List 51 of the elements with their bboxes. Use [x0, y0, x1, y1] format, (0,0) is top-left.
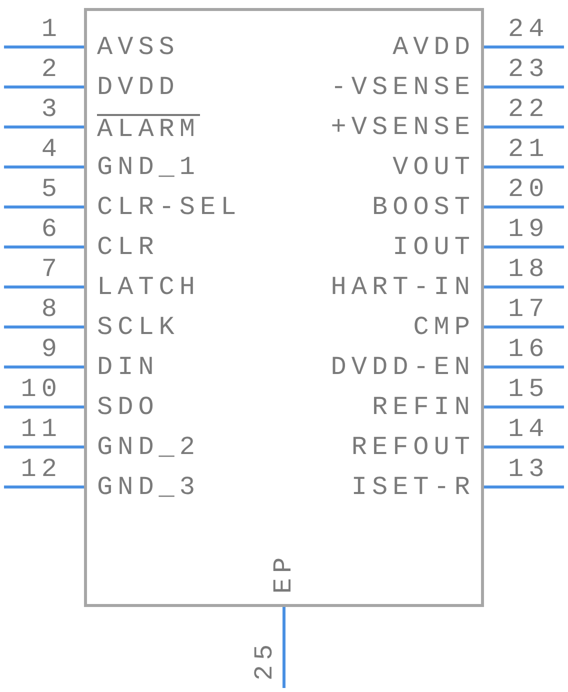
pin-number: 20 — [508, 175, 550, 203]
pad-label: EP — [270, 552, 298, 594]
pin-name: GND_1 — [97, 153, 200, 181]
pin-number: 22 — [508, 95, 550, 123]
pin-name: VOUT — [392, 153, 475, 181]
pin-name: HART-IN — [330, 273, 475, 301]
pin-number: 4 — [41, 135, 62, 163]
pin-name: GND_3 — [97, 473, 200, 501]
pin-name: LATCH — [97, 273, 200, 301]
pin-number: 19 — [508, 215, 550, 243]
pin-name: +VSENSE — [330, 113, 475, 141]
pin-name: SCLK — [97, 313, 180, 341]
pin-name: BOOST — [372, 193, 475, 221]
pin-name: AVSS — [97, 33, 180, 61]
pin-number: 17 — [508, 295, 550, 323]
pin-name: CLR — [97, 233, 159, 261]
pin-number: 9 — [41, 335, 62, 363]
pin-number: 21 — [508, 135, 550, 163]
pin-number: 18 — [508, 255, 550, 283]
pin-number: 5 — [41, 175, 62, 203]
pin-name: CLR-SEL — [97, 193, 242, 221]
pin-number: 3 — [41, 95, 62, 123]
pin-name: IOUT — [392, 233, 475, 261]
pin-number: 16 — [508, 335, 550, 363]
pin-name: DIN — [97, 353, 159, 381]
pin-number: 10 — [20, 375, 62, 403]
pin-name: DVDD — [97, 73, 180, 101]
pin-number: 11 — [20, 415, 62, 443]
chip-body — [84, 8, 484, 607]
pin-name: CMP — [413, 313, 475, 341]
pin-number: 2 — [41, 55, 62, 83]
pin-number: 12 — [20, 455, 62, 483]
pin-name: SDO — [97, 393, 159, 421]
pin-name: ALARM — [97, 114, 200, 142]
pin-name: AVDD — [392, 33, 475, 61]
pin-number: 15 — [508, 375, 550, 403]
pin-number: 6 — [41, 215, 62, 243]
pin-number: 23 — [508, 55, 550, 83]
pin-name: DVDD-EN — [330, 353, 475, 381]
pin-name: REFOUT — [351, 433, 475, 461]
pin-number: 8 — [41, 295, 62, 323]
pin-number: 13 — [508, 455, 550, 483]
pin-name: GND_2 — [97, 433, 200, 461]
pin-number: 24 — [508, 15, 550, 43]
pin-number: 1 — [41, 15, 62, 43]
pin-name: -VSENSE — [330, 73, 475, 101]
pin-number: 25 — [250, 639, 279, 681]
pin-name: REFIN — [372, 393, 475, 421]
pin-number: 7 — [41, 255, 62, 283]
pin-name: ISET-R — [351, 473, 475, 501]
pin-number: 14 — [508, 415, 550, 443]
